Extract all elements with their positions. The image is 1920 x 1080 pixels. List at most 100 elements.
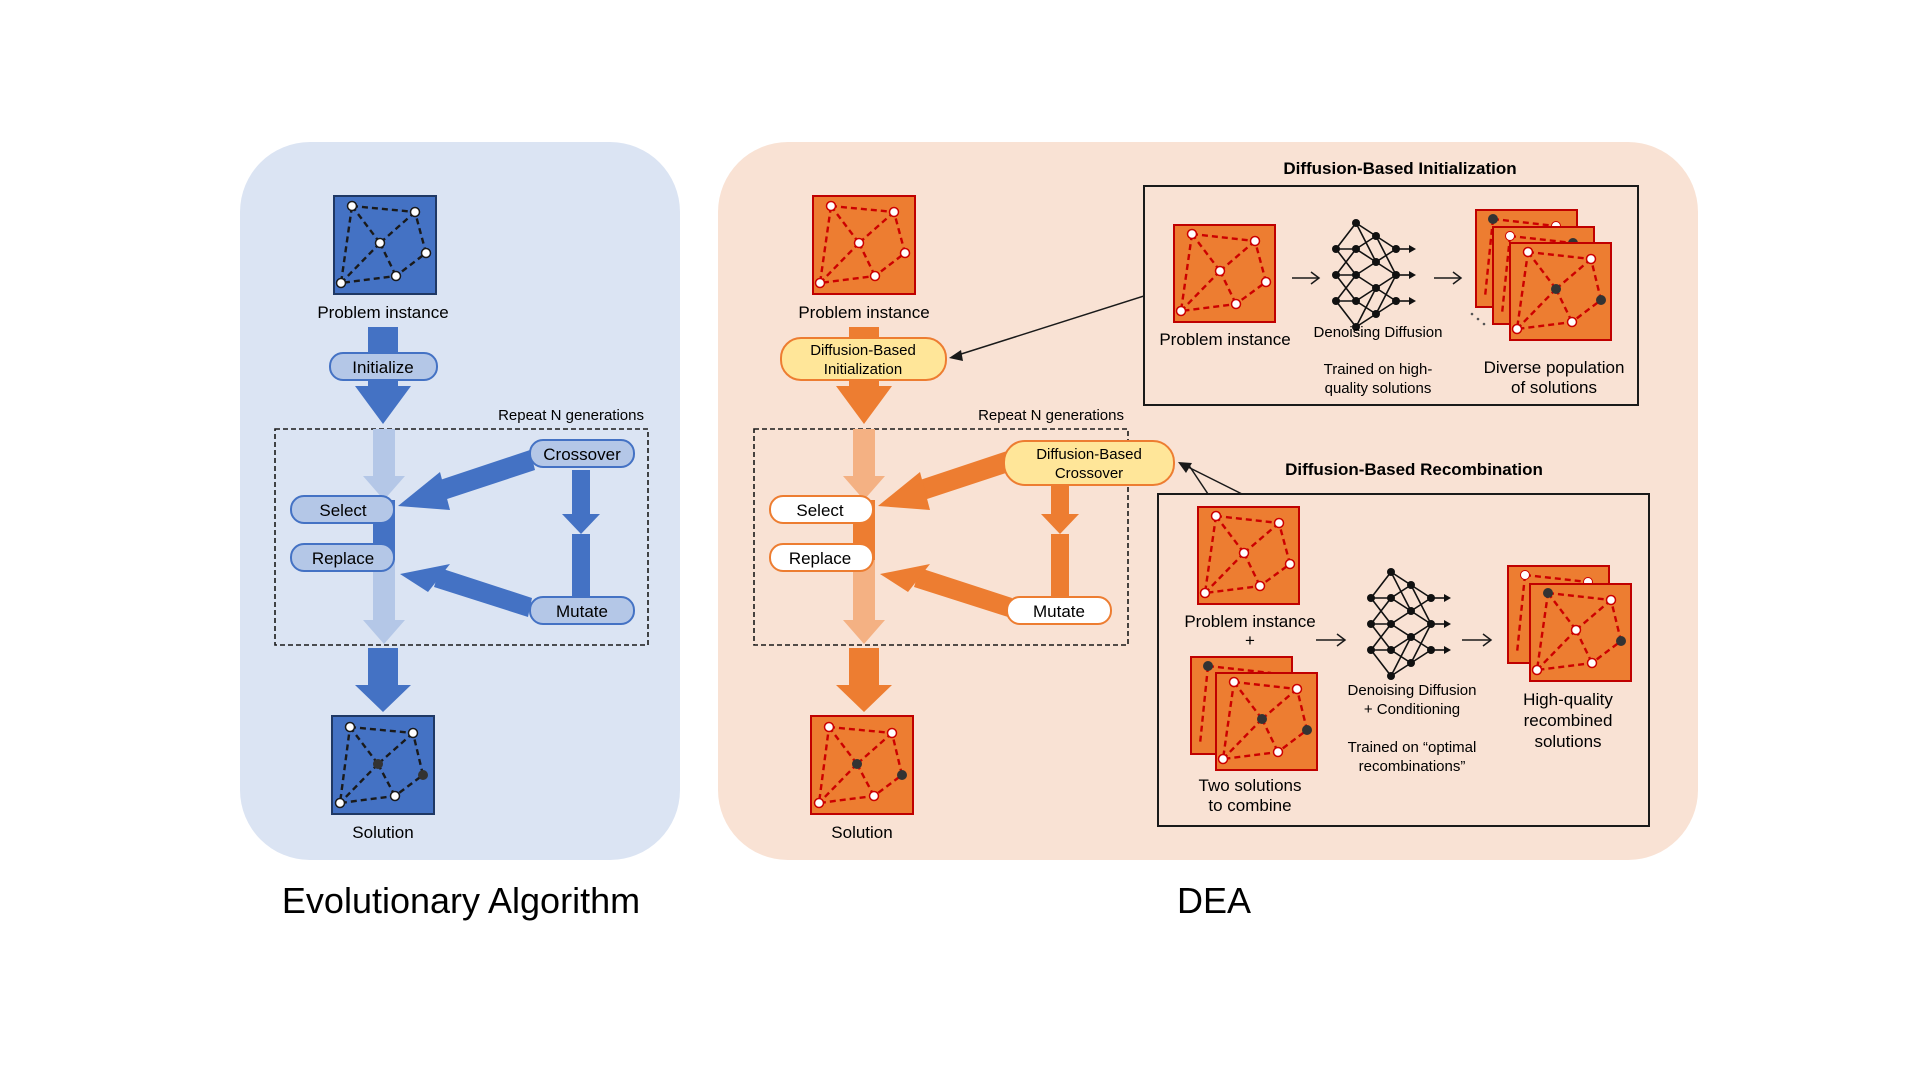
ea-panel: [240, 142, 680, 860]
ea-mutate-to-replace-arrow: [434, 568, 532, 617]
init-panel-connector-arrowhead: [949, 350, 963, 361]
init-panel-title: Diffusion-Based Initialization: [1283, 159, 1516, 178]
recomb-panel-box: [1157, 493, 1650, 827]
dea-repeat-box: [753, 428, 1129, 646]
ea-crossover-to-select-arrowhead: [398, 472, 450, 510]
init-problem-graph-icon: [1173, 224, 1276, 323]
init-output-line2: of solutions: [1511, 378, 1597, 397]
dea-crossover-label-line1: Diffusion-Based: [1036, 446, 1142, 463]
init-problem-label: Problem instance: [1159, 330, 1290, 349]
init-panel-box: [1143, 185, 1639, 406]
recomb-network-line1: Denoising Diffusion: [1348, 682, 1477, 699]
recomb-problem-label: Problem instance: [1184, 612, 1315, 631]
ea-repeat-label: Repeat N generations: [498, 407, 644, 424]
ea-solution-label: Solution: [352, 823, 413, 842]
ea-select-pill[interactable]: [290, 495, 395, 524]
dea-flow-arrow-bottom: [849, 648, 879, 686]
ea-replace-label: Replace: [312, 549, 374, 568]
recomb-arrow-2: [1462, 633, 1493, 647]
ea-problem-label: Problem instance: [317, 303, 448, 322]
dea-crossover-to-mutate-arrowhead: [1041, 514, 1079, 534]
recomb-trained-line2: recombinations”: [1359, 758, 1466, 775]
dea-select-label: Select: [796, 501, 844, 520]
dea-init-pill[interactable]: [780, 337, 947, 381]
ea-light-arrowhead-out: [363, 620, 405, 644]
ea-replace-pill[interactable]: [290, 543, 395, 572]
recomb-output-line3: solutions: [1534, 732, 1601, 751]
ea-crossover-to-mutate-arrow: [572, 470, 590, 515]
ea-mutate-stem: [572, 534, 590, 600]
dea-mutate-to-replace-arrow: [914, 568, 1012, 617]
ea-light-arrow-in: [373, 429, 395, 479]
dea-crossover-to-select-arrowhead: [878, 472, 930, 510]
ea-initialize-label: Initialize: [352, 358, 413, 377]
init-arrow-1: [1292, 271, 1321, 285]
dea-crossover-pill[interactable]: [1003, 440, 1175, 486]
dea-crossover-to-mutate-arrow: [1051, 485, 1069, 515]
recomb-output-stack-icon: [1507, 565, 1632, 682]
dea-mutate-label: Mutate: [1033, 602, 1085, 621]
ea-crossover-to-mutate-arrowhead: [562, 514, 600, 534]
dea-crossover-label-line2: Crossover: [1055, 465, 1123, 482]
dea-select-pill[interactable]: [769, 495, 874, 524]
dea-light-arrow-in: [853, 429, 875, 479]
dea-init-label-line2: Initialization: [824, 361, 902, 378]
init-trained-line1: Trained on high-: [1324, 361, 1433, 378]
recomb-problem-graph-icon: [1197, 506, 1300, 605]
dea-light-arrow-out: [853, 560, 875, 622]
ea-mutate-to-replace-arrowhead: [400, 564, 450, 592]
recomb-network-line2: + Conditioning: [1364, 701, 1460, 718]
recomb-panel-connector-main: [1185, 465, 1243, 495]
dea-solution-graph-icon: [810, 715, 914, 815]
ea-flow-arrowhead-bottom: [355, 685, 411, 712]
dea-mutate-pill[interactable]: [1006, 596, 1112, 625]
init-output-line1: Diverse population: [1484, 358, 1625, 377]
dea-title: DEA: [1177, 880, 1251, 921]
recomb-two-line1: Two solutions: [1199, 776, 1302, 795]
dea-crossover-to-select-arrow: [914, 450, 1015, 502]
ea-title: Evolutionary Algorithm: [282, 880, 640, 921]
dea-replace-pill[interactable]: [769, 543, 874, 572]
dea-problem-graph-icon: [812, 195, 916, 295]
ea-initialize-pill[interactable]: [329, 352, 438, 381]
ea-solution-graph-icon: [331, 715, 435, 815]
ea-mutate-pill[interactable]: [529, 596, 635, 625]
recomb-two-line2: to combine: [1208, 796, 1291, 815]
recomb-trained-line1: Trained on “optimal: [1348, 739, 1477, 756]
ea-crossover-pill[interactable]: [529, 439, 635, 468]
dea-repeat-label: Repeat N generations: [978, 407, 1124, 424]
recomb-output-line2: recombined: [1524, 711, 1613, 730]
recomb-plus: +: [1245, 631, 1255, 650]
ea-light-arrow-out: [373, 560, 395, 622]
ea-crossover-to-select-arrow: [434, 450, 535, 502]
recomb-arrow-1: [1316, 633, 1347, 647]
init-arrow-2: [1434, 271, 1463, 285]
recomb-output-line1: High-quality: [1523, 690, 1613, 709]
dea-flow-arrowhead-bottom: [836, 685, 892, 712]
ea-mutate-label: Mutate: [556, 602, 608, 621]
recomb-two-solutions-icon: [1190, 656, 1318, 771]
dea-init-label-line1: Diffusion-Based: [810, 342, 916, 359]
dea-panel: [718, 142, 1698, 860]
recomb-panel-connector-arrowhead: [1178, 462, 1192, 473]
ea-light-arrowhead-in: [363, 476, 405, 500]
ea-repeat-box: [274, 428, 649, 646]
dea-flow-arrowhead-top: [836, 386, 892, 424]
dea-solution-label: Solution: [831, 823, 892, 842]
ea-flow-arrow-bottom: [368, 648, 398, 686]
dea-light-arrowhead-out: [843, 620, 885, 644]
init-output-stack-icon: [1470, 209, 1612, 341]
recomb-panel-title: Diffusion-Based Recombination: [1285, 460, 1543, 479]
dea-problem-label: Problem instance: [798, 303, 929, 322]
dea-light-arrowhead-in: [843, 476, 885, 500]
ea-problem-graph-icon: [333, 195, 437, 295]
init-trained-line2: quality solutions: [1325, 380, 1432, 397]
ea-flow-arrowhead-top: [355, 386, 411, 424]
ea-select-label: Select: [319, 501, 367, 520]
ea-crossover-label: Crossover: [543, 445, 621, 464]
init-network-label: Denoising Diffusion: [1314, 324, 1443, 341]
init-panel-connector: [957, 295, 1145, 356]
dea-mutate-stem: [1051, 534, 1069, 600]
dea-replace-label: Replace: [789, 549, 851, 568]
